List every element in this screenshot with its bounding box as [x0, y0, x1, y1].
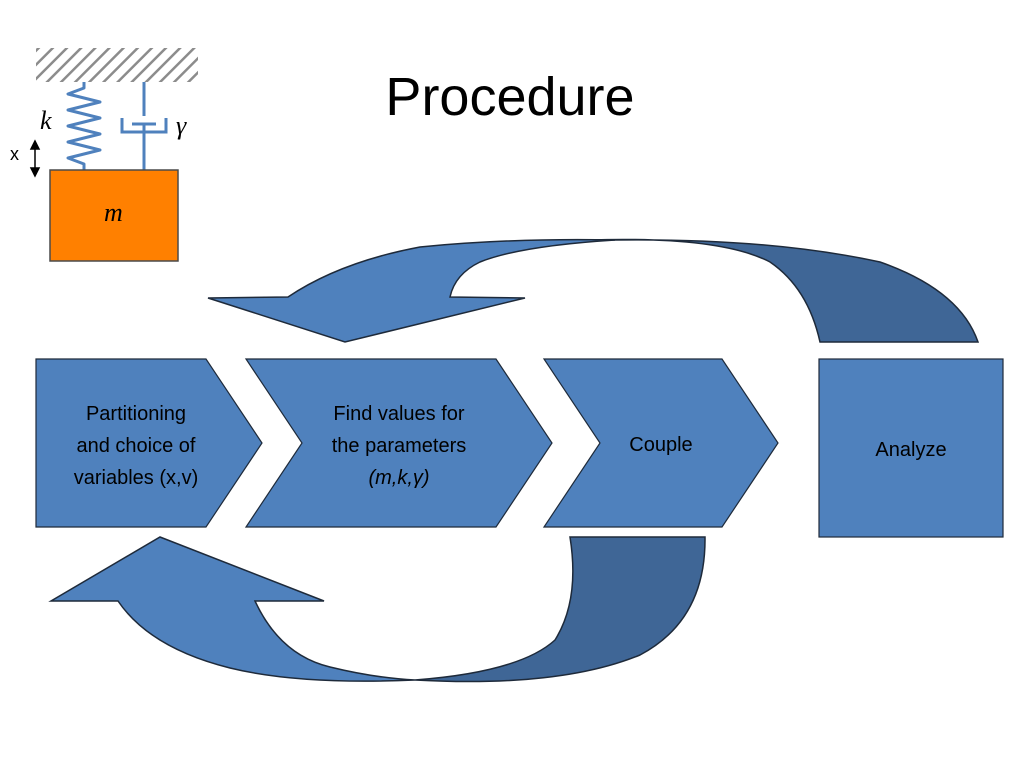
step-partitioning-line-3: variables (x,v)	[73, 467, 199, 489]
step-box-analyze	[818, 358, 1004, 538]
mass-block	[49, 169, 179, 262]
bottom-arrow-tail	[414, 536, 706, 683]
curved-feedback-arrow-icon	[207, 238, 980, 343]
page-title: Procedure	[385, 67, 635, 127]
step-partitioning-line-1: Partitioning	[85, 403, 187, 425]
step-find-values-line-1: Find values for	[333, 403, 465, 425]
ceiling-hatch	[36, 48, 198, 82]
step-find-values-line-3: (m,k,γ)	[368, 467, 430, 489]
double-arrow-icon	[29, 139, 41, 178]
step-box-find-values	[244, 358, 553, 528]
step-box-partitioning	[35, 358, 263, 528]
step-find-values-line-2: the parameters	[331, 435, 467, 457]
spring-icon	[66, 82, 102, 170]
step-couple-text: Couple	[590, 429, 732, 461]
top-arrow-body	[207, 238, 616, 343]
mass-label: m	[104, 198, 123, 227]
top-arrow-tail	[589, 238, 980, 343]
damping-coefficient-label: γ	[176, 111, 187, 140]
displacement-label: x	[10, 144, 19, 164]
step-analyze-text: Analyze	[819, 434, 1003, 466]
spring-mass-damper-icon	[29, 48, 198, 262]
step-partitioning-line-2: and choice of	[76, 435, 196, 457]
step-couple-line-1: Couple	[629, 434, 693, 456]
spring-constant-label: k	[40, 106, 52, 135]
step-partitioning-text: Partitioning and choice of variables (x,…	[46, 398, 226, 494]
bottom-arrow-body	[48, 536, 416, 682]
step-find-values-text: Find values for the parameters (m,k,γ)	[306, 398, 492, 494]
step-analyze-line-1: Analyze	[875, 439, 947, 461]
curved-feedback-arrow-icon	[48, 536, 706, 683]
step-box-couple	[542, 358, 779, 528]
damper-icon	[120, 82, 168, 170]
